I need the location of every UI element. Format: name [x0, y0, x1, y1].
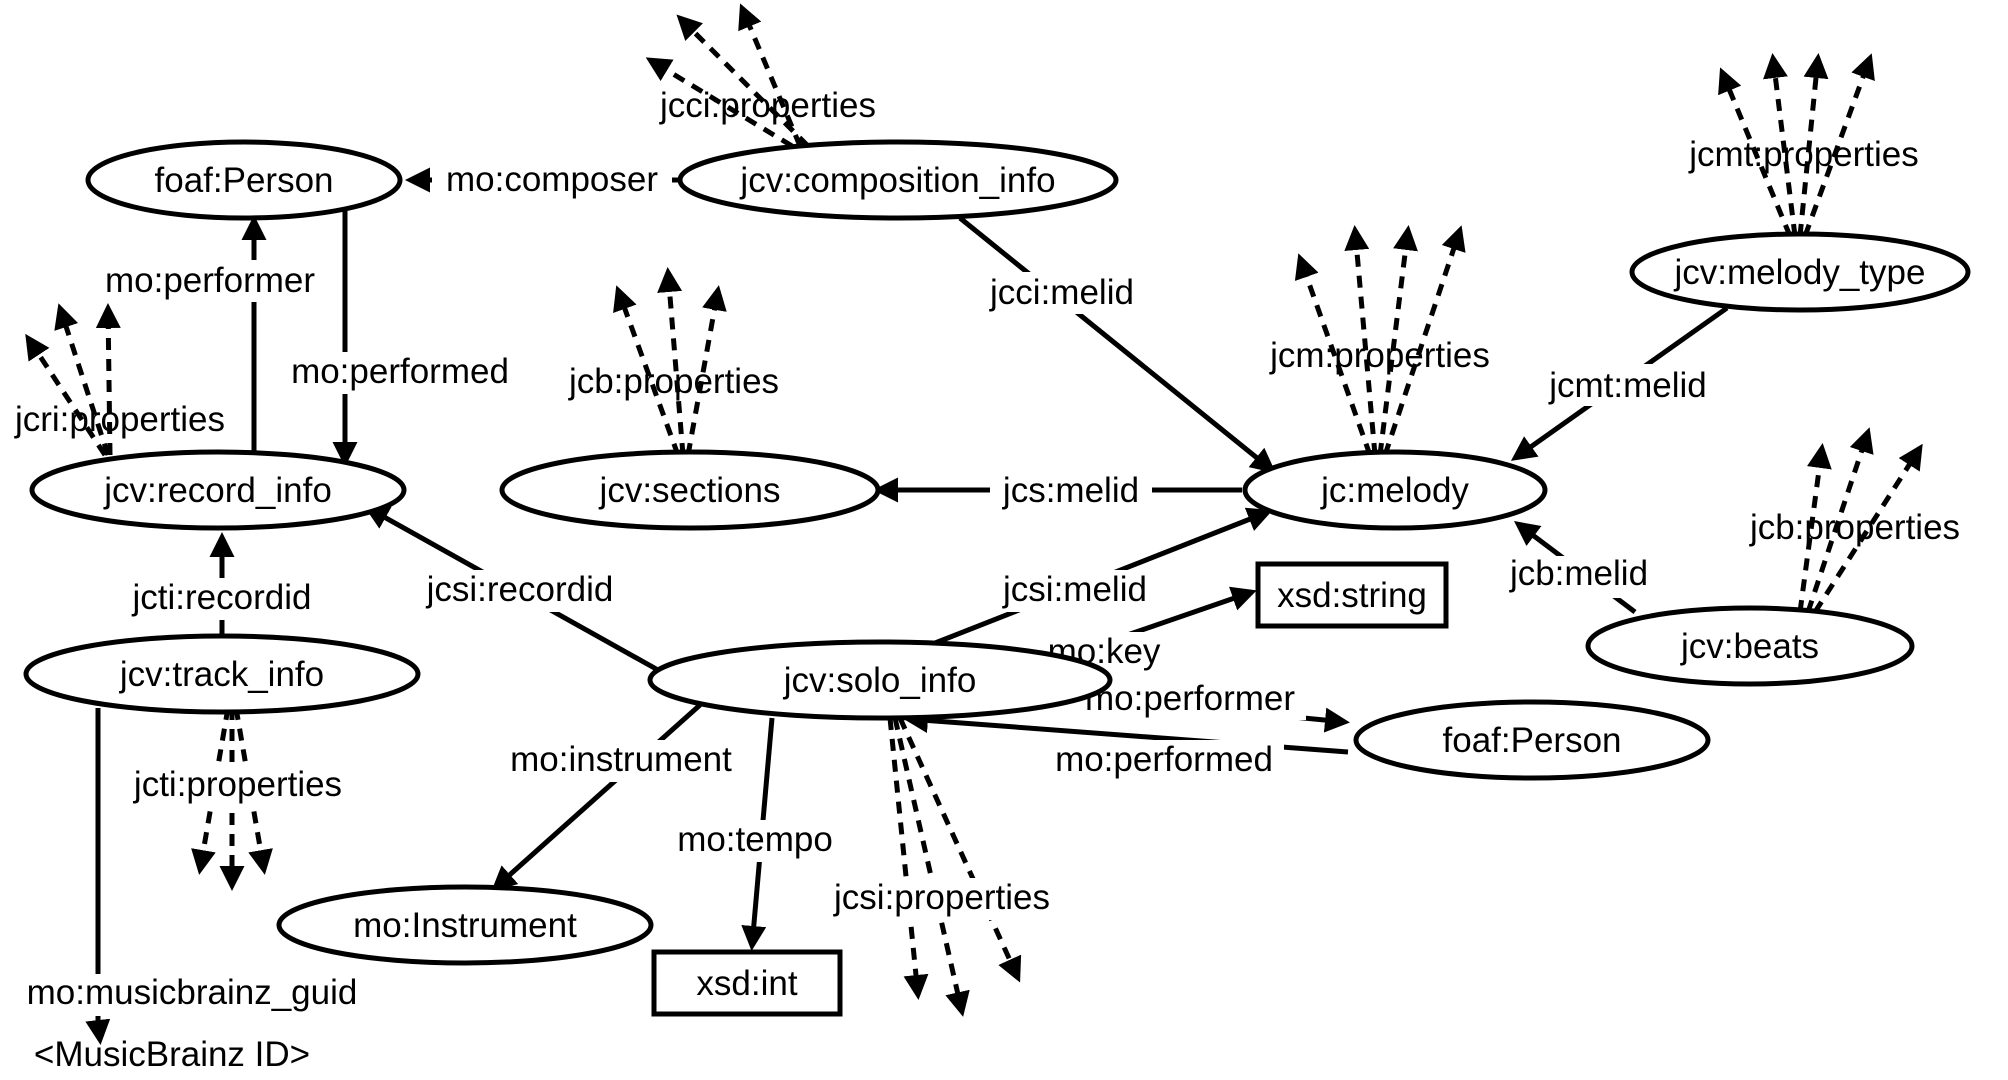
node-melody: jc:melody: [1242, 449, 1548, 531]
edge-label-musicbrainz-guid: mo:musicbrainz_guid: [27, 973, 358, 1012]
node-label-foaf-person-top: foaf:Person: [155, 161, 334, 200]
edge-jcci-melid: [958, 216, 1276, 474]
fan-jcsi-properties: [887, 716, 1022, 1017]
node-label-xsd-int: xsd:int: [696, 964, 797, 1003]
edge-label-jcm-properties: jcm:properties: [1269, 336, 1490, 375]
edge-label-jcmt-melid: jcmt:melid: [1548, 366, 1707, 405]
fan-jcb-properties-sections: [613, 267, 727, 456]
edge-label-performed-solo: mo:performed: [1055, 740, 1273, 779]
edge-label-jcb-melid: jcb:melid: [1509, 554, 1648, 593]
node-label-musicbrainz-id: <MusicBrainz ID>: [34, 1035, 310, 1074]
node-label-sections: jcv:sections: [599, 471, 781, 510]
edge-label-jcmt-properties: jcmt:properties: [1688, 135, 1919, 174]
node-solo-info: jcv:solo_info: [647, 639, 1113, 721]
node-label-beats: jcv:beats: [1680, 627, 1819, 666]
node-mo-instrument: mo:Instrument: [276, 884, 654, 966]
edge-label-jcci-melid: jcci:melid: [989, 273, 1134, 312]
nodes: foaf:Person jcv:composition_info jcv:mel…: [23, 139, 1971, 1074]
edge-label-jcsi-recordid: jcsi:recordid: [426, 570, 614, 609]
node-melody-type: jcv:melody_type: [1629, 231, 1971, 313]
node-beats: jcv:beats: [1585, 605, 1915, 687]
node-label-foaf-person-right: foaf:Person: [1443, 721, 1622, 760]
node-foaf-person-top: foaf:Person: [85, 139, 403, 221]
node-composition-info: jcv:composition_info: [677, 139, 1119, 221]
edge-label-performed-top: mo:performed: [291, 352, 509, 391]
node-label-mo-instrument: mo:Instrument: [353, 906, 577, 945]
node-foaf-person-right: foaf:Person: [1353, 699, 1711, 781]
node-label-track-info: jcv:track_info: [119, 655, 324, 694]
fan-jcb-properties-beats: [1797, 427, 1923, 614]
edge-musicbrainz-guid: [85, 708, 111, 1045]
node-track-info: jcv:track_info: [23, 633, 421, 715]
fan-jcmt-properties: [1718, 53, 1875, 237]
edge-label-jcs-melid: jcs:melid: [1002, 471, 1139, 510]
edge-label-composer: mo:composer: [446, 160, 658, 199]
node-label-composition-info: jcv:composition_info: [739, 161, 1055, 200]
fan-jcri-properties: [25, 303, 121, 457]
fan-jcci-properties: [645, 3, 810, 149]
edge-label-performer-solo: mo:performer: [1085, 679, 1295, 718]
node-label-melody: jc:melody: [1320, 471, 1469, 510]
edge-label-jcb-properties-sections: jcb:properties: [568, 362, 779, 401]
edge-label-jcti-properties: jcti:properties: [133, 765, 342, 804]
edge-label-jcci-properties: jcci:properties: [659, 86, 876, 125]
property-fans: [25, 3, 1923, 1017]
edge-label-jcsi-melid: jcsi:melid: [1002, 570, 1147, 609]
node-label-record-info: jcv:record_info: [103, 471, 332, 510]
edge-label-mo-tempo: mo:tempo: [677, 820, 833, 859]
node-label-solo-info: jcv:solo_info: [783, 661, 977, 700]
edge-label-jcri-properties: jcri:properties: [14, 400, 225, 439]
edge-labels: mo:composer jcci:properties jcci:melid j…: [14, 86, 1960, 1016]
edge-label-performer-top: mo:performer: [105, 261, 315, 300]
node-record-info: jcv:record_info: [29, 449, 407, 531]
edge-label-jcti-recordid: jcti:recordid: [132, 578, 312, 617]
node-xsd-int: xsd:int: [651, 949, 843, 1017]
edge-mo-instrument: [491, 703, 702, 892]
node-xsd-string: xsd:string: [1255, 561, 1449, 629]
node-sections: jcv:sections: [499, 449, 881, 531]
node-label-melody-type: jcv:melody_type: [1674, 253, 1926, 292]
edge-label-jcsi-properties: jcsi:properties: [833, 878, 1050, 917]
fan-jcm-properties: [1294, 225, 1466, 456]
node-label-xsd-string: xsd:string: [1277, 576, 1427, 615]
edge-label-jcb-properties-beats: jcb:properties: [1749, 508, 1960, 547]
edge-label-mo-instrument: mo:instrument: [510, 740, 732, 779]
